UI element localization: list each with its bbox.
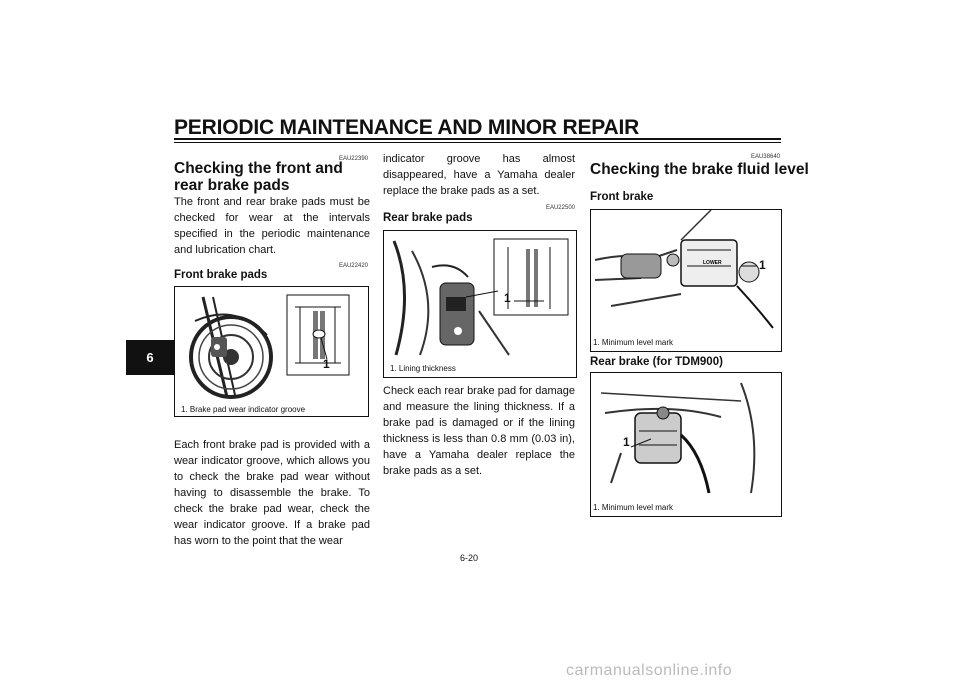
figure-callout: 1 — [504, 291, 511, 305]
figure-caption: 1. Minimum level mark — [593, 338, 674, 347]
subheading-rear-brake: Rear brake (for TDM900) — [590, 356, 723, 368]
figure-callout: 1 — [323, 357, 330, 371]
figure-callout: 1 — [759, 258, 766, 272]
subheading-front-pads: Front brake pads — [174, 269, 268, 281]
section-code: EAU38640 — [750, 154, 780, 160]
page-number: 6-20 — [460, 553, 479, 563]
page-title: PERIODIC MAINTENANCE AND MINOR REPAIR — [174, 116, 640, 139]
figure-front-reservoir: LOWER 1 1. Minimum level mark — [590, 209, 782, 352]
title-rule — [174, 138, 781, 140]
rear-pads-paragraph: Check each rear brake pad for damage and… — [383, 385, 575, 477]
subheading-front-brake: Front brake — [590, 191, 654, 203]
front-wheel-illustration — [189, 294, 350, 399]
section-heading: Checking the front and rear brake pads — [174, 160, 343, 194]
figure-rear-reservoir: 1 1. Minimum level mark — [590, 372, 782, 517]
intro-paragraph: The front and rear brake pads must be ch… — [174, 196, 370, 256]
figure-front-brake-pads: 1 1. Brake pad wear indicator groove — [174, 286, 369, 417]
section-code: EAU22390 — [338, 156, 368, 162]
subsection-code: EAU22500 — [545, 205, 575, 211]
subheading-rear-pads: Rear brake pads — [383, 212, 473, 224]
title-rule-thin — [174, 142, 781, 143]
figure-caption: 1. Minimum level mark — [593, 503, 674, 512]
chapter-tab: 6 — [126, 340, 174, 375]
figure-callout: 1 — [623, 435, 630, 449]
rear-reservoir-illustration — [600, 382, 756, 494]
front-pads-paragraph: Each front brake pad is provided with a … — [174, 439, 370, 547]
section-heading-fluid: Checking the brake fluid level — [590, 161, 809, 178]
figure-caption: 1. Lining thickness — [390, 364, 456, 373]
subsection-code: EAU22420 — [338, 263, 368, 269]
watermark: carmanualsonline.info — [566, 662, 733, 679]
front-reservoir-illustration: LOWER — [594, 210, 774, 329]
figure-rear-brake-pads: 1 1. Lining thickness — [383, 230, 577, 378]
continued-paragraph: indicator groove has almost disappeared,… — [383, 153, 575, 197]
reservoir-lower-text: LOWER — [703, 260, 722, 266]
figure-caption: 1. Brake pad wear indicator groove — [181, 405, 306, 414]
rear-caliper-illustration — [392, 238, 569, 356]
